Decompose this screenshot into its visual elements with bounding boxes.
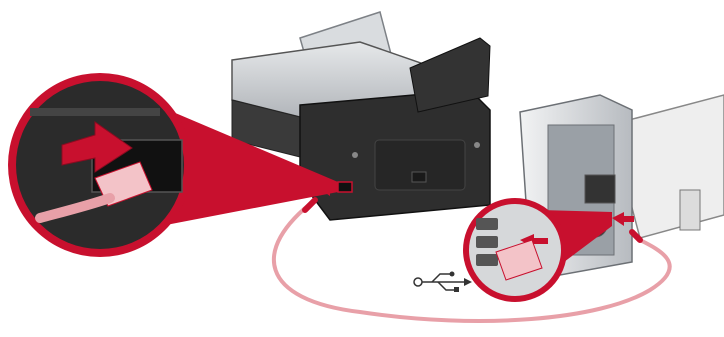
zoom-port bbox=[476, 236, 498, 248]
printer-usb-port bbox=[338, 182, 352, 192]
rear-cover-latch bbox=[412, 172, 426, 182]
zoom-port bbox=[476, 218, 498, 230]
screw bbox=[352, 152, 358, 158]
usb-trident-icon bbox=[414, 272, 472, 293]
cable-plug-printer-end bbox=[305, 200, 315, 210]
zoom-port bbox=[476, 254, 498, 266]
monitor-stand bbox=[680, 190, 700, 230]
zoom-panel-edge bbox=[30, 108, 160, 116]
screw bbox=[474, 142, 480, 148]
tower-ports bbox=[585, 175, 615, 203]
